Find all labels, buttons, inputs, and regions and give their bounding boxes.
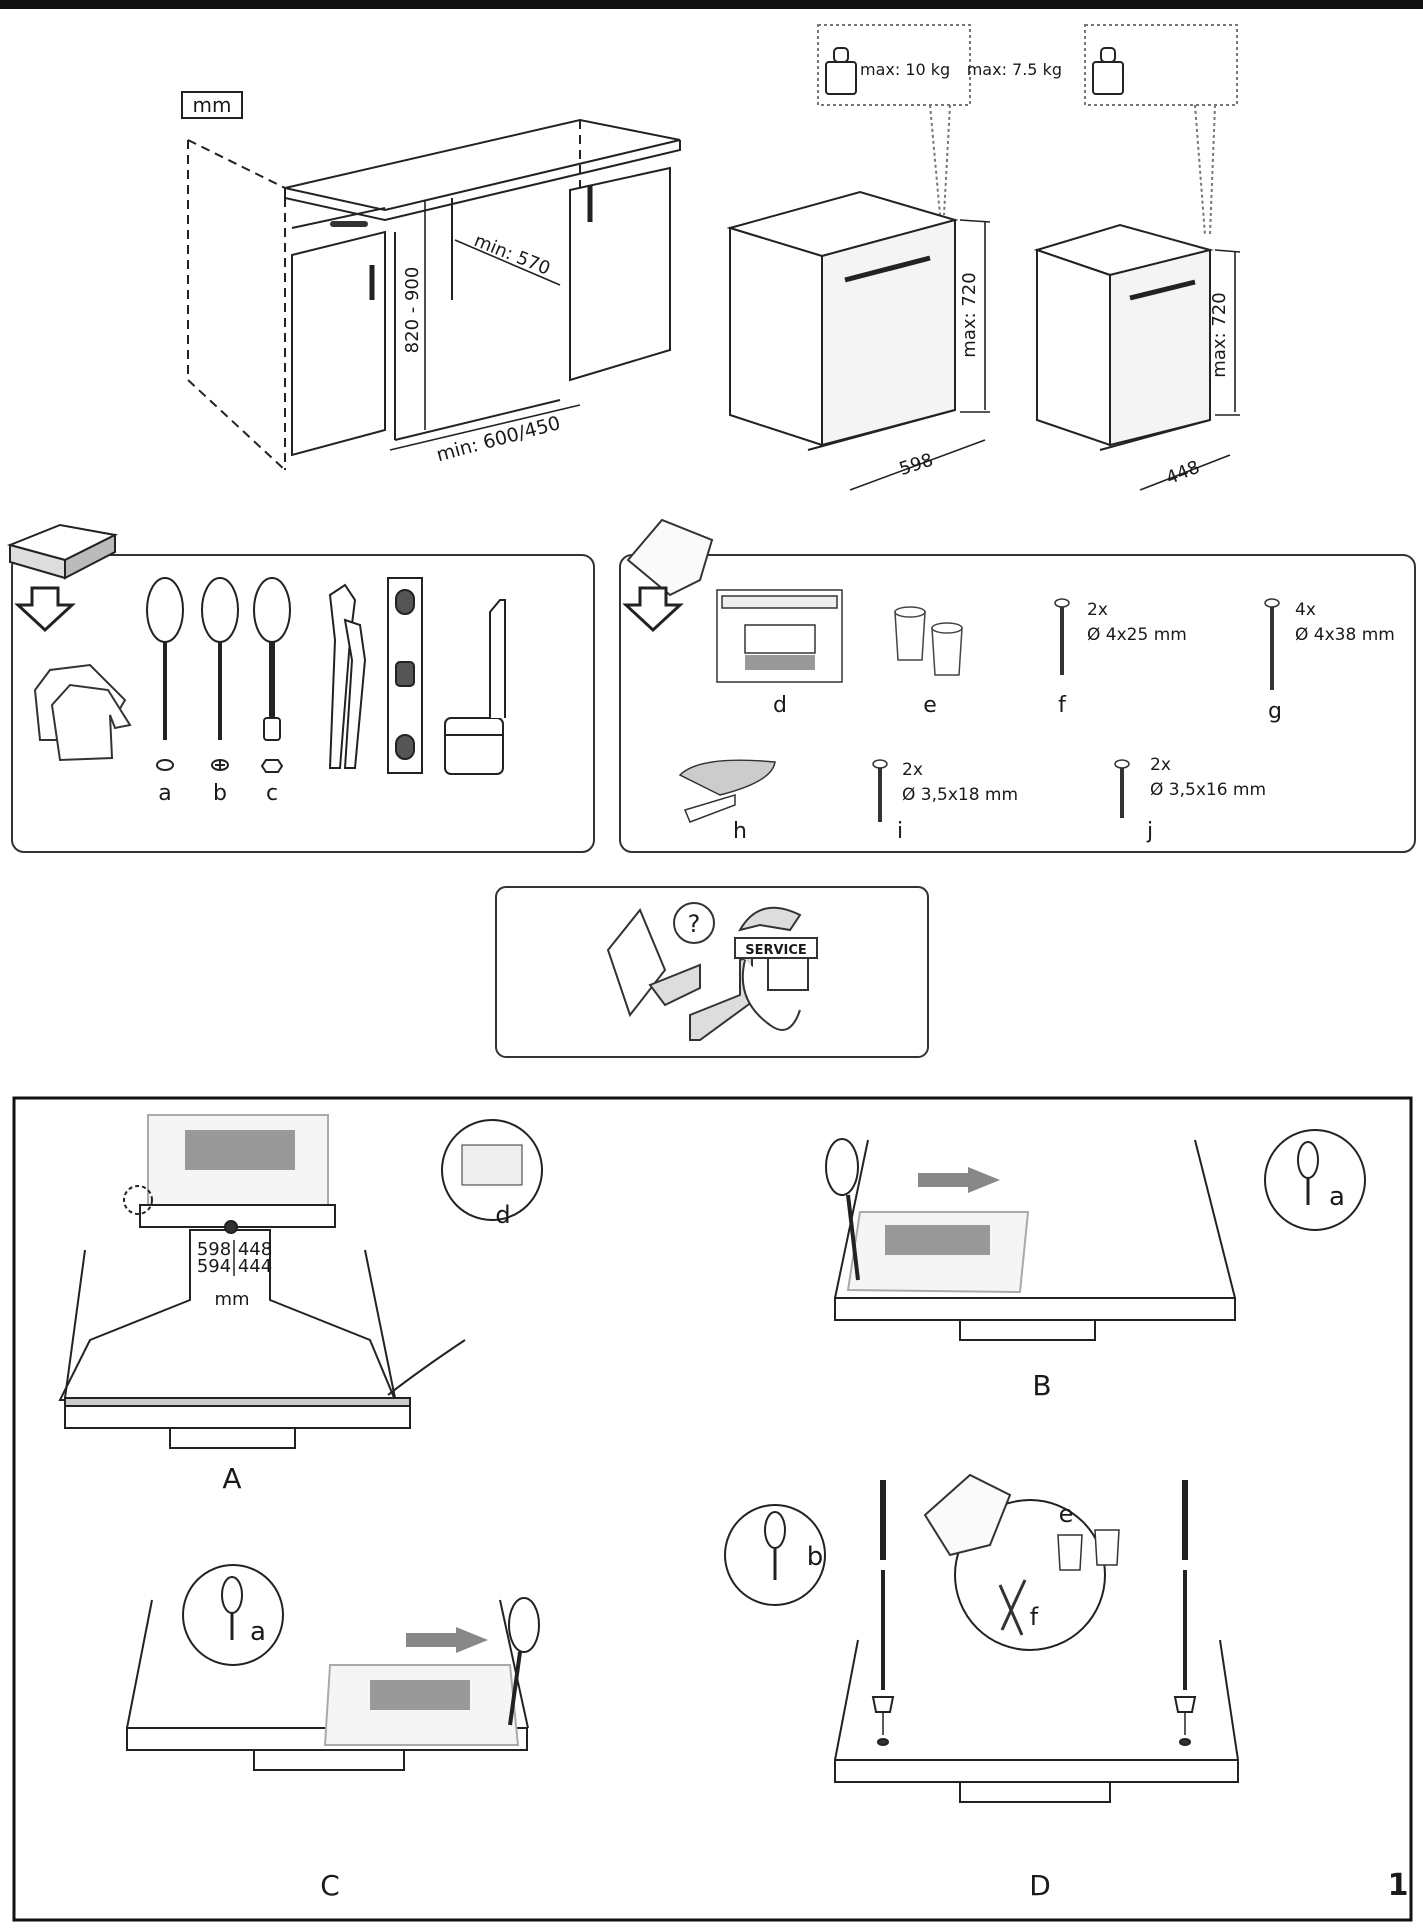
part-g-qty: 4x (1295, 600, 1316, 620)
part-i-screw-icon (872, 759, 888, 822)
door-weight-small: max: 7.5 kg (967, 60, 1062, 79)
step-a-detail-letter: d (495, 1201, 510, 1229)
screwdriver-a-icon (146, 577, 184, 771)
part-g-screw-icon (1264, 598, 1280, 690)
help-question-icon (673, 902, 715, 944)
step-d-label: D (1029, 1869, 1051, 1902)
appliance-width-large: 598 (897, 449, 936, 480)
toolbox-icon (6, 523, 119, 580)
part-j-qty: 2x (1150, 755, 1171, 775)
step-a-label: A (222, 1462, 241, 1495)
step-b-label: B (1032, 1369, 1051, 1402)
step-a-dim-444: 444 (238, 1256, 272, 1277)
part-f-qty: 2x (1087, 600, 1108, 620)
units-label: mm (193, 93, 232, 117)
part-letter-j: j (1146, 819, 1153, 844)
screwdriver-a-icon (221, 1576, 243, 1614)
tool-letter-b: b (213, 781, 227, 806)
step-a-dim-598: 598 (197, 1239, 231, 1260)
part-letter-d: d (773, 693, 787, 718)
part-letter-f: f (1058, 693, 1067, 718)
step-b-drawing (825, 1138, 1236, 1341)
step-b-tool-callout (1264, 1129, 1366, 1231)
door-weight-large: max: 10 kg (860, 60, 950, 79)
step-d-drawing (834, 1480, 1239, 1803)
pliers-icon (328, 583, 367, 769)
spirit-level-icon (387, 577, 423, 774)
tool-letter-c: c (266, 781, 278, 806)
step-a-dim-448: 448 (238, 1239, 272, 1260)
help-question-mark: ? (688, 910, 701, 938)
parts-bag-icon (923, 1473, 1012, 1557)
part-e-caps-icon (894, 606, 963, 676)
step-d-part-e: e (1059, 1500, 1074, 1528)
units-box (181, 91, 243, 119)
part-g-size: Ø 4x38 mm (1295, 625, 1395, 645)
part-letter-g: g (1268, 699, 1282, 724)
part-d-bracket-icon (716, 589, 843, 683)
tool-letter-a: a (158, 781, 171, 806)
cabinet-min-depth-label: min: 570 (471, 230, 553, 279)
appliance-width-small: 448 (1163, 457, 1203, 489)
down-arrow-icon (622, 586, 684, 633)
cabinet-min-width-label: min: 600/450 (434, 412, 563, 466)
step-a-unit: mm (214, 1289, 249, 1310)
screwdriver-b-icon (764, 1511, 786, 1549)
part-i-size: Ø 3,5x18 mm (902, 785, 1018, 805)
step-d-part-f: f (1030, 1603, 1039, 1631)
appliance-448 (1033, 24, 1241, 491)
weight-callout-small (1084, 24, 1238, 106)
screwdriver-a-icon (1297, 1141, 1319, 1179)
part-f-screw-icon (1054, 598, 1070, 675)
step-a-detail-bracket-icon (461, 1144, 523, 1186)
part-h-spacer-icon (678, 759, 776, 823)
service-panel (495, 886, 929, 1058)
screwdriver-b-icon (201, 577, 239, 771)
part-j-size: Ø 3,5x16 mm (1150, 780, 1266, 800)
door-height-large: max: 720 (959, 272, 980, 357)
part-j-screw-icon (1114, 759, 1130, 818)
tape-measure-icon (444, 599, 506, 775)
step-a-drawing (58, 1114, 466, 1449)
part-letter-i: i (897, 819, 903, 844)
top-rule (0, 0, 1423, 9)
down-arrow-icon (14, 586, 76, 633)
part-f-size: Ø 4x25 mm (1087, 625, 1187, 645)
step-c-label: C (320, 1869, 340, 1902)
step-c-tool-letter: a (250, 1617, 266, 1647)
gloves-icon (33, 663, 132, 762)
step-a-dim-594: 594 (197, 1256, 231, 1277)
screwdriver-c-icon (253, 577, 291, 773)
appliance-598 (726, 24, 991, 491)
part-letter-h: h (733, 819, 747, 844)
weight-callout-large (817, 24, 971, 106)
part-i-qty: 2x (902, 760, 923, 780)
step-c-drawing (126, 1597, 540, 1771)
door-height-small: max: 720 (1209, 292, 1230, 377)
page-number: 1 (1388, 1868, 1409, 1903)
part-e-caps-icon (1057, 1534, 1083, 1571)
cabinet-niche-drawing (181, 91, 681, 471)
cabinet-height-label: 820 - 900 (402, 267, 423, 354)
step-b-tool-letter: a (1329, 1182, 1345, 1212)
service-badge: SERVICE (745, 943, 807, 958)
service-phone-icon (734, 906, 818, 1031)
part-letter-e: e (923, 693, 937, 718)
step-d-tool-letter: b (807, 1542, 824, 1572)
